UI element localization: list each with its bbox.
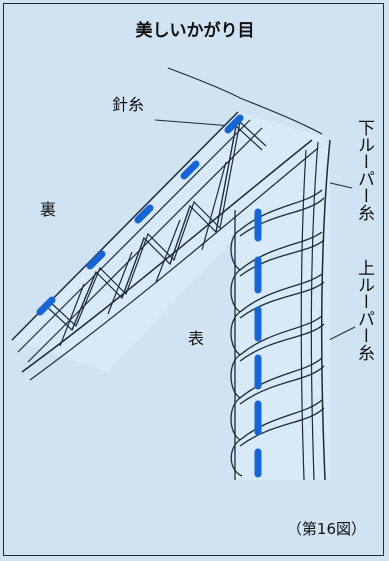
front-looper-loops (230, 189, 325, 480)
figure-caption: （第16図） (287, 520, 366, 538)
incoming-needle-thread (167, 67, 241, 99)
figure-frame (3, 3, 384, 556)
lower-looper-leader (325, 181, 353, 189)
back-side-label: 裏 (40, 200, 56, 219)
back-looper-threads (45, 120, 267, 347)
lower-looper-thread-label: 下ルーパー糸 (354, 119, 375, 221)
needle-thread-leader (154, 119, 233, 127)
diagram-title: 美しいかがり目 (136, 20, 255, 41)
incoming-looper-thread (239, 97, 323, 135)
back-needle-stitches (36, 114, 244, 316)
front-side-label: 表 (188, 329, 204, 348)
upper-looper-thread-label: 上ルーパー糸 (354, 259, 375, 361)
needle-thread-label: 針糸 (112, 95, 144, 114)
